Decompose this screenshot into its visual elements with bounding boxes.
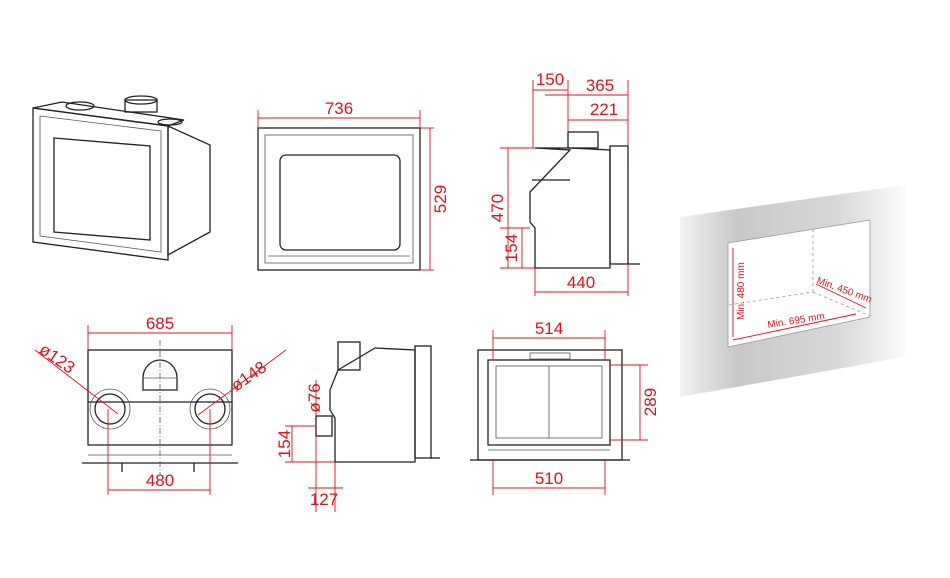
niche-height-label: Min. 480 mm <box>736 262 747 320</box>
top-width-label: 514 <box>535 319 563 338</box>
inlet-height-2-label: 154 <box>275 430 294 458</box>
top-view: 514 510 289 <box>470 319 660 495</box>
inlet-offset-label: 127 <box>310 490 338 509</box>
height-label: 470 <box>488 194 507 222</box>
niche-diagram: Min. 480 mm Min. 695 mm Min. 450 mm <box>680 185 905 397</box>
pipe-diameter-label: ø76 <box>305 383 324 412</box>
spacing-label: 480 <box>146 471 174 490</box>
side-view-2: ø76 154 127 <box>275 341 440 512</box>
bottom-width-label: 510 <box>535 469 563 488</box>
depth-289-label: 289 <box>641 388 660 416</box>
right-diameter-label: ø148 <box>227 357 270 395</box>
front-view: 736 529 <box>257 99 450 271</box>
perspective-view <box>32 95 211 261</box>
top-offset-label: 150 <box>536 70 564 89</box>
rear-view: 685 ø123 ø148 480 <box>34 314 287 495</box>
front-width-label: 736 <box>325 99 353 118</box>
top-depth-label: 365 <box>586 76 614 95</box>
inlet-height-label: 154 <box>502 234 521 262</box>
flue-offset-label: 221 <box>590 100 618 119</box>
side-view: 150 365 221 470 154 440 <box>488 70 640 296</box>
front-height-label: 529 <box>431 185 450 213</box>
left-diameter-label: ø123 <box>36 340 79 378</box>
rear-width-label: 685 <box>146 314 174 333</box>
depth-label: 440 <box>567 273 595 292</box>
